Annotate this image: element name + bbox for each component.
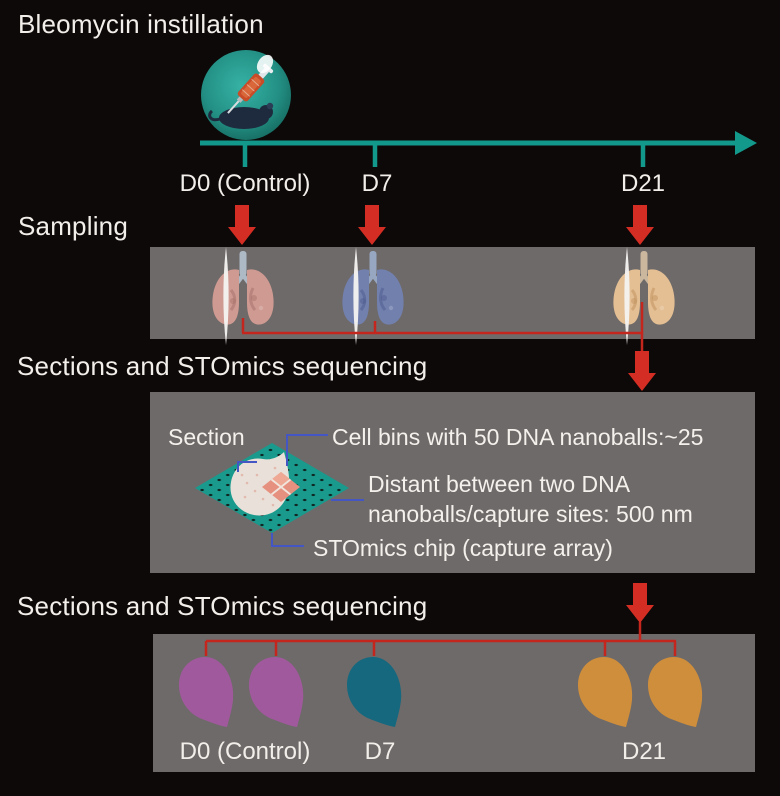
scalpel-blade-icon — [353, 247, 359, 345]
trachea — [640, 251, 648, 276]
droplet-d21-a — [578, 657, 633, 727]
distance-label-line2: nanoballs/capture sites: 500 nm — [368, 501, 693, 527]
heading-sampling: Sampling — [18, 211, 128, 241]
section-label: Section — [168, 424, 245, 450]
texture-dot — [388, 305, 394, 311]
stomics-chip-graphic — [195, 443, 349, 533]
arrow-down-to-sections-icon — [626, 583, 654, 623]
droplet-d7 — [347, 657, 402, 727]
lung-d21 — [613, 247, 675, 345]
timeline-arrowhead-icon — [735, 131, 757, 155]
droplet-d0-b — [249, 657, 304, 727]
texture-dot — [631, 298, 637, 304]
texture-dot — [258, 305, 264, 311]
timeline-label-d7: D7 — [361, 170, 393, 197]
tissue-droplet — [347, 657, 402, 727]
arrow-down-d21-icon — [626, 205, 654, 245]
timeline-axis — [200, 140, 735, 167]
droplet-d21-b — [648, 657, 703, 727]
heading-sections-stomics-1: Sections and STOmics sequencing — [17, 351, 428, 381]
texture-dot — [652, 295, 658, 301]
cell-bin-divider — [270, 478, 292, 496]
scalpel-blade-icon — [624, 247, 630, 345]
scalpel-blade-icon — [223, 247, 229, 345]
syringe-over-mouse-icon — [201, 50, 291, 140]
distance-label-line1: Distant between two DNA — [368, 471, 631, 497]
arrow-down-to-chip-icon — [628, 351, 656, 391]
tissue-droplet — [648, 657, 703, 727]
heading-sections-stomics-2: Sections and STOmics sequencing — [17, 591, 428, 621]
mouse-icon — [208, 102, 274, 129]
lung-d0-control — [212, 247, 274, 345]
texture-dot — [659, 305, 665, 311]
lung-d7 — [342, 247, 404, 345]
arrow-down-d7-icon — [358, 205, 386, 245]
cell-bins-label: Cell bins with 50 DNA nanoballs:~25 — [332, 424, 704, 450]
sections-label-d7: D7 — [364, 738, 396, 765]
trachea — [369, 251, 377, 276]
timeline-label-d21: D21 — [620, 170, 666, 197]
arrow-down-d0-icon — [228, 205, 256, 245]
texture-dot — [360, 298, 366, 304]
right-lobe — [648, 269, 675, 325]
section-capture-dots — [240, 466, 277, 507]
stomics-chip-label: STOmics chip (capture array) — [313, 535, 613, 561]
tissue-droplet — [249, 657, 304, 727]
sections-label-d0: D0 (Control) — [179, 738, 311, 765]
texture-dot — [230, 298, 236, 304]
tissue-droplet — [179, 657, 234, 727]
heading-bleomycin-instillation: Bleomycin instillation — [18, 9, 264, 39]
timeline-label-d0: D0 (Control) — [179, 170, 311, 197]
texture-dot — [251, 295, 257, 301]
droplet-d0-a — [179, 657, 234, 727]
texture-dot — [381, 295, 387, 301]
tissue-droplet — [578, 657, 633, 727]
sections-label-d21: D21 — [621, 738, 667, 765]
trachea — [239, 251, 247, 276]
highlight-glow — [256, 54, 274, 74]
